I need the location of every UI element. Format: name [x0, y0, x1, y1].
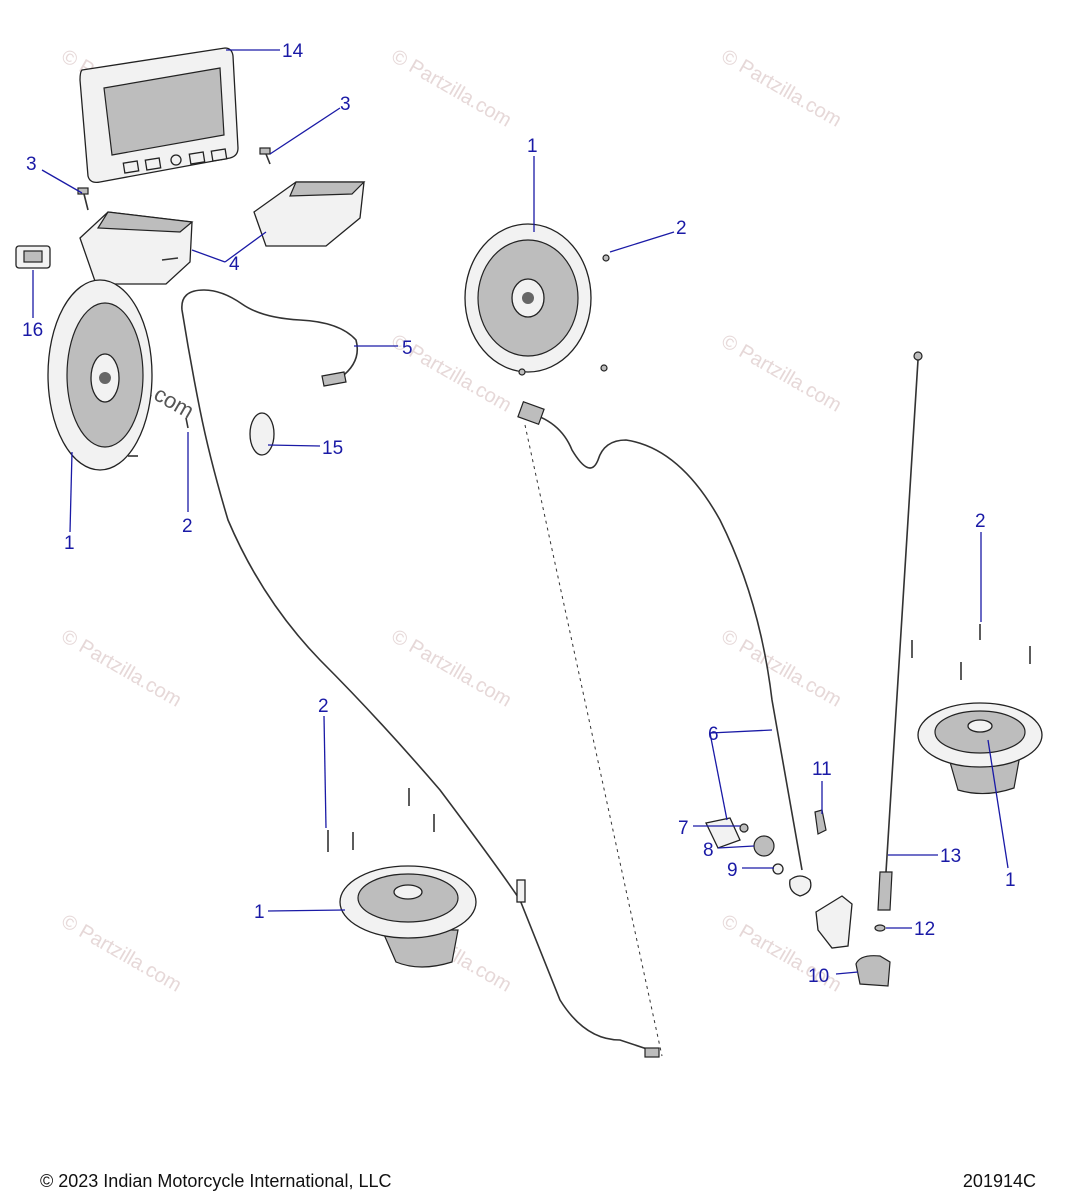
watermark-layer: © Partzilla.com © Partzilla.com © Partzi…: [58, 45, 846, 996]
callout-1: 1: [254, 902, 265, 923]
screw[interactable]: [185, 417, 189, 429]
callout-1: 1: [64, 533, 75, 554]
speaker-center[interactable]: [464, 223, 592, 373]
wire-harness-5[interactable]: [181, 289, 660, 1058]
screw[interactable]: [600, 364, 608, 372]
watermark: © Partzilla.com: [58, 625, 186, 711]
callout-5: 5: [402, 338, 413, 359]
antenna-cable-6[interactable]: [517, 400, 803, 1057]
antenna-base-10[interactable]: [855, 955, 891, 987]
washer-8[interactable]: [753, 835, 775, 857]
connector-16[interactable]: [15, 245, 51, 269]
watermark: © Partzilla.com: [718, 625, 846, 711]
callout-7: 7: [678, 818, 689, 839]
nut-7[interactable]: [739, 823, 749, 833]
speaker-bottom[interactable]: [339, 865, 477, 968]
antenna-mount[interactable]: [789, 875, 853, 949]
callout-13: 13: [940, 846, 961, 867]
watermark: © Partzilla.com: [58, 910, 186, 996]
leader-lines: [32, 49, 1009, 975]
callout-8: 8: [703, 840, 714, 861]
cable-tie-15[interactable]: [249, 412, 275, 456]
clip-11[interactable]: [814, 809, 827, 835]
washer-9[interactable]: [772, 863, 784, 875]
display-button-row: [122, 148, 228, 174]
screw[interactable]: [161, 257, 179, 261]
screw[interactable]: [602, 254, 610, 262]
display-unit[interactable]: [79, 47, 239, 184]
amplifier-left[interactable]: [79, 211, 194, 285]
callout-16: 16: [22, 320, 43, 341]
diagram-id: 201914C: [962, 1171, 1036, 1191]
callout-1: 1: [1005, 870, 1016, 891]
bolt-3-right[interactable]: [259, 147, 271, 165]
screw[interactable]: [518, 368, 526, 376]
watermark: © Partzilla.com: [718, 330, 846, 416]
screws-2: [128, 254, 1031, 852]
copyright-notice: © 2023 Indian Motorcycle International, …: [40, 1171, 392, 1191]
callout-2: 2: [676, 218, 687, 239]
watermark: © Partzilla.com: [388, 45, 516, 131]
speaker-right[interactable]: [917, 702, 1043, 795]
watermark: © Partzilla.com: [388, 625, 516, 711]
callout-10: 10: [808, 966, 829, 987]
callout-3: 3: [26, 154, 37, 175]
callout-2: 2: [975, 511, 986, 532]
callout-14: 14: [282, 41, 304, 62]
callout-2: 2: [182, 516, 193, 537]
nut-12[interactable]: [874, 924, 886, 932]
callout-6: 6: [708, 724, 719, 745]
callout-2: 2: [318, 696, 329, 717]
callout-9: 9: [727, 860, 738, 881]
callout-4: 4: [229, 254, 240, 275]
antenna-mast-13[interactable]: [877, 351, 923, 911]
callout-15: 15: [322, 438, 343, 459]
callout-1: 1: [527, 136, 538, 157]
callout-labels: 14 3 3 4 16 5 15 1 2 1 2 2 2 1 1 6 7 8 9…: [22, 41, 1016, 987]
callout-12: 12: [914, 919, 935, 940]
watermark: © Partzilla.com: [718, 45, 846, 131]
callout-3: 3: [340, 94, 351, 115]
speaker-left-front[interactable]: [47, 279, 153, 471]
amplifier-right[interactable]: [253, 181, 366, 247]
callout-11: 11: [812, 759, 832, 780]
